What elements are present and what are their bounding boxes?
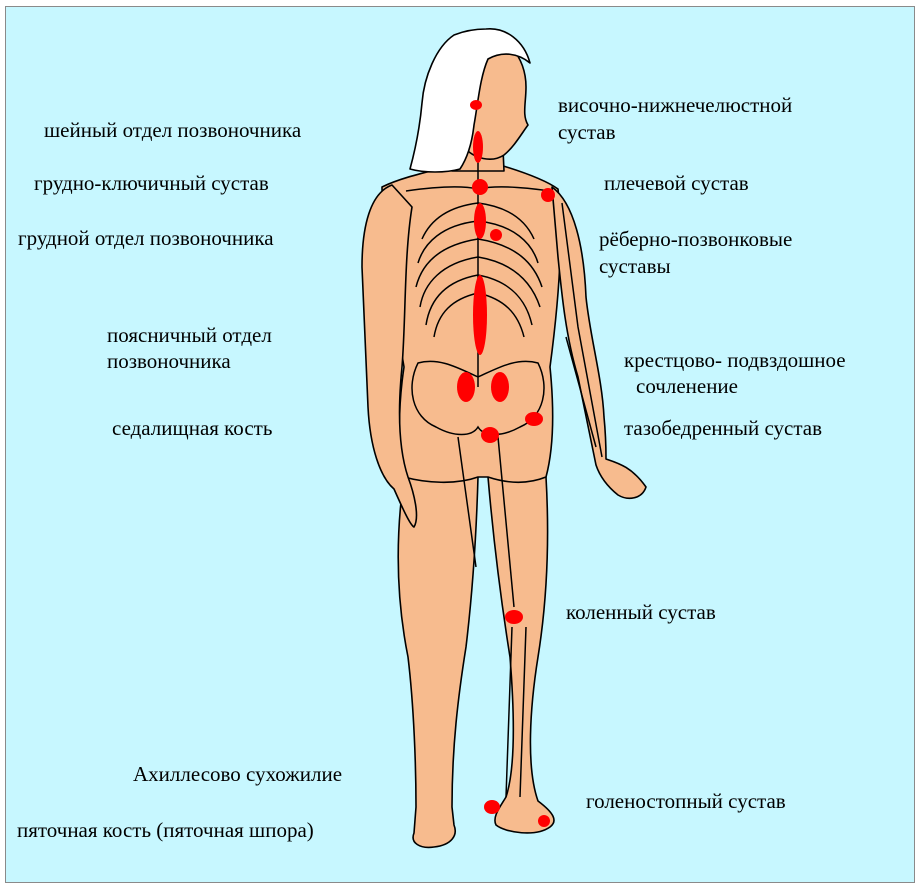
thoracic-spine-joint [474, 203, 486, 239]
label-achilles: Ахиллесово сухожилие [133, 761, 342, 787]
label-tmj-1: височно-нижнечелюстной [558, 92, 792, 118]
label-costovertebral-1: рёберно-позвонковые [599, 226, 792, 252]
label-ankle: голеностопный сустав [586, 788, 786, 814]
lumbar-spine-joint [473, 275, 487, 355]
sacroiliac-left-joint [457, 372, 475, 402]
shoulder-joint [541, 188, 555, 202]
neck-spine-joint [473, 131, 483, 163]
label-hip: тазобедренный сустав [624, 415, 822, 441]
sternoclavicular-joint [472, 179, 488, 195]
sacroiliac-right-joint [491, 372, 509, 402]
label-lumbar-spine-2: позвоночника [107, 348, 231, 374]
hip-joint [525, 412, 543, 426]
label-ischium: седалищная кость [112, 415, 272, 441]
heel-joint [484, 800, 500, 814]
label-lumbar-spine-1: поясничный отдел [107, 322, 272, 348]
label-sacroiliac-1: крестцово- подвздошное [624, 347, 846, 373]
label-heel: пяточная кость (пяточная шпора) [17, 817, 314, 843]
tmj-joint [470, 100, 482, 110]
label-shoulder: плечевой сустав [604, 170, 749, 196]
diagram-panel: шейный отдел позвоночника грудно-ключичн… [5, 6, 915, 883]
label-sternoclavicular: грудно-ключичный сустав [34, 170, 269, 196]
costovertebral-joint [490, 229, 502, 241]
label-costovertebral-2: суставы [599, 253, 671, 279]
label-knee: коленный сустав [566, 599, 716, 625]
label-neck-spine: шейный отдел позвоночника [44, 117, 301, 143]
ischium-joint [481, 427, 499, 443]
knee-joint [505, 610, 523, 624]
label-thoracic-spine: грудной отдел позвоночника [18, 225, 274, 251]
label-tmj-2: сустав [558, 119, 616, 145]
ankle-joint [538, 815, 550, 827]
label-sacroiliac-2: сочленение [636, 373, 738, 399]
